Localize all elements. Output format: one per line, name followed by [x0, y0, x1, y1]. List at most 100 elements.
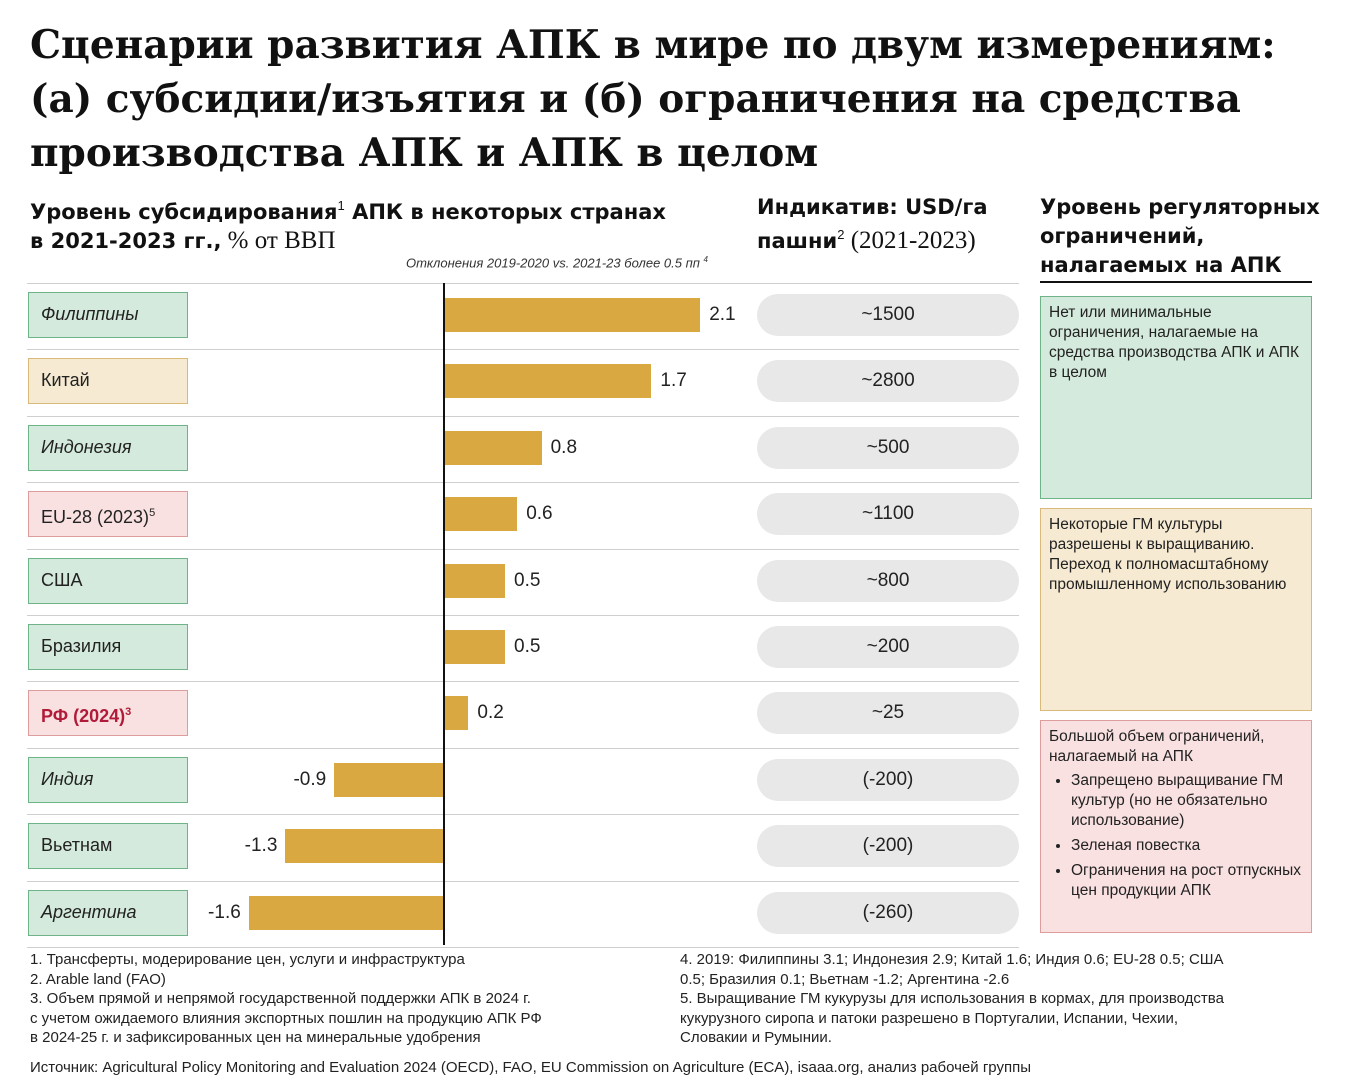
country-label: Бразилия [28, 624, 188, 670]
country-label: США [28, 557, 188, 604]
footnote: с учетом ожидаемого влияния экспортных п… [30, 1009, 542, 1027]
country-label: Вьетнам [28, 823, 188, 870]
footnotes-left: 1. Трансферты, модерирование цен, услуги… [30, 950, 670, 1048]
indicative-pill: (-200) [757, 758, 1019, 801]
bar [444, 630, 505, 664]
country-footnote-mark: 3 [125, 706, 132, 719]
regulatory-strict-intro: Большой объем ограничений, налагаемый на… [1049, 728, 1265, 765]
regulatory-box-minimal: Нет или минимальные ограничения, налагае… [1040, 296, 1312, 499]
regulatory-box-strict: Большой объем ограничений, налагаемый на… [1040, 720, 1312, 933]
indicative-header-sup: 2 [837, 227, 845, 242]
country-label: EU-28 (2023)5 [28, 491, 188, 538]
regulatory-strict-item: Запрещено выращивание ГМ культур (но не … [1071, 771, 1303, 831]
data-label: 0.5 [514, 636, 541, 657]
indicative-pill: ~2800 [757, 360, 1019, 403]
indicative-pill: ~1100 [757, 493, 1019, 536]
row-divider [27, 814, 1019, 816]
footnote: Словакии и Румынии. [680, 1029, 832, 1046]
country-name: Филиппины [41, 304, 139, 324]
footnote: 1. Трансферты, модерирование цен, услуги… [30, 951, 465, 968]
row-divider [27, 283, 1019, 284]
source-note: Источник: Agricultural Policy Monitoring… [30, 1059, 1031, 1076]
bar [248, 895, 444, 930]
country-name: Китай [41, 370, 90, 391]
footnote: 0.5; Бразилия 0.1; Вьетнам -1.2; Аргенти… [680, 970, 1010, 988]
row-divider [27, 548, 1019, 550]
regulatory-header-1: Уровень регуляторных [1040, 195, 1320, 219]
footnote: 3. Объем прямой и непрямой государственн… [30, 990, 531, 1007]
footnotes-right: 4. 2019: Филиппины 3.1; Индонезия 2.9; К… [680, 950, 1340, 1048]
regulatory-header-rule [1040, 281, 1312, 283]
country-label: Индия [28, 756, 188, 803]
bar [444, 430, 542, 465]
data-label: -1.6 [208, 901, 241, 923]
bar [444, 497, 518, 532]
indicative-pill: ~500 [757, 426, 1019, 469]
zero-axis [443, 283, 445, 945]
indicative-pill: ~25 [757, 692, 1019, 735]
data-label: 0.8 [550, 436, 578, 458]
footnote: 2. Arable land (FAO) [30, 970, 166, 988]
subsidy-header-unit: % от ВВП [221, 227, 336, 254]
data-label: -1.3 [244, 835, 278, 857]
footnote: в 2024-25 г. и зафиксированных цен на ми… [30, 1029, 481, 1046]
footnote: 4. 2019: Филиппины 3.1; Индонезия 2.9; К… [680, 951, 1224, 968]
data-label: -0.9 [293, 768, 327, 790]
title-line-2: (а) субсидии/изъятия и (б) ограничения н… [30, 76, 1241, 122]
country-name: Вьетнам [41, 835, 113, 856]
country-name: Бразилия [41, 636, 122, 656]
country-label: РФ (2024)3 [28, 690, 188, 737]
indicative-pill: (-200) [757, 825, 1019, 868]
data-label: 1.7 [660, 370, 687, 392]
regulatory-header: Уровень регуляторных ограничений, налага… [1040, 192, 1340, 279]
data-label: 0.6 [526, 503, 553, 525]
regulatory-strict-item: Ограничения на рост отпускных цен продук… [1071, 861, 1303, 901]
title-line-3: производства АПК и АПК в целом [30, 130, 819, 176]
subsidy-header-a: Уровень субсидирования [30, 200, 338, 224]
deviation-note-text: Отклонения 2019-2020 vs. 2021-23 более 0… [405, 255, 700, 271]
regulatory-box-partial: Некоторые ГМ культуры разрешены к выращи… [1040, 508, 1312, 711]
indicative-header-years: (2021-2023) [844, 227, 976, 254]
country-label: Китай [28, 358, 188, 405]
deviation-note-sup: 4 [703, 255, 708, 264]
country-footnote-mark: 5 [149, 507, 156, 520]
row-divider [27, 482, 1019, 484]
row-divider [27, 615, 1019, 616]
indicative-pill: ~200 [757, 626, 1019, 668]
page-title: Сценарии развития АПК в мире по двум изм… [30, 18, 1330, 180]
footnote: кукурузного сиропа и патоки разрешено в … [680, 1009, 1179, 1027]
row-divider [27, 349, 1019, 351]
indicative-pill: (-260) [757, 891, 1019, 934]
row-divider [27, 947, 1019, 948]
indicative-header-b: пашни [757, 229, 838, 253]
regulatory-strict-item: Зеленая повестка [1071, 836, 1303, 856]
bar [444, 364, 652, 399]
bar [444, 696, 469, 731]
regulatory-header-3: налагаемых на АПК [1040, 253, 1282, 277]
row-divider [27, 747, 1019, 749]
subsidy-header-c: в 2021-2023 гг., [30, 229, 222, 253]
subsidy-header: Уровень субсидирования1 АПК в некоторых … [30, 192, 730, 255]
country-name: EU-28 (2023) [41, 507, 150, 528]
data-label: 0.2 [477, 702, 504, 724]
indicative-header: Индикатив: USD/га пашни2 (2021-2023) [757, 192, 1027, 255]
bar [334, 762, 444, 797]
country-name: Индонезия [41, 436, 132, 457]
deviation-note: Отклонения 2019-2020 vs. 2021-23 более 0… [30, 255, 708, 270]
regulatory-header-2: ограничений, [1040, 224, 1205, 248]
subsidy-header-b: АПК в некоторых странах [344, 200, 666, 224]
country-label: Аргентина [28, 889, 188, 936]
country-label: Филиппины [28, 292, 188, 338]
regulatory-minimal-text: Нет или минимальные ограничения, налагае… [1049, 304, 1300, 381]
bar [444, 563, 505, 598]
row-divider [27, 681, 1019, 683]
country-label: Индонезия [28, 424, 188, 471]
data-label: 2.1 [709, 304, 736, 325]
country-name: Индия [41, 768, 94, 789]
regulatory-partial-text: Некоторые ГМ культуры разрешены к выращи… [1049, 516, 1287, 593]
bar [285, 829, 444, 864]
row-divider [27, 880, 1019, 882]
data-label: 0.5 [514, 569, 541, 591]
footnote: 5. Выращивание ГМ кукурузы для использов… [680, 990, 1224, 1007]
subsidy-header-sup: 1 [337, 198, 345, 213]
